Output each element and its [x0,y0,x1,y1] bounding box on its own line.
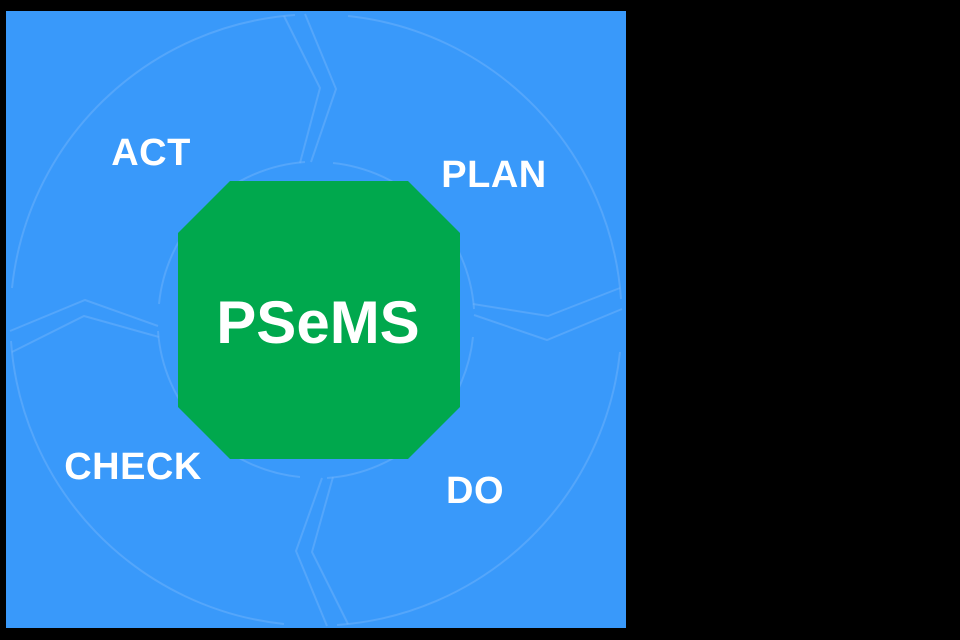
wheel-outer-arc-top-left [11,14,296,289]
stage-label-act: ACT [111,132,191,174]
wheel-chevron-left-tail [11,314,160,353]
wheel-chevron-left-head [9,298,159,332]
pdca-diagram: PSeMS ACT PLAN DO CHECK [6,11,626,628]
stage-label-plan: PLAN [441,154,546,196]
wheel-outer-arc-bottom-left [10,340,285,625]
wheel-chevron-bottom-head [294,477,328,627]
wheel-outer-arc-bottom-right [336,351,621,626]
wheel-outer-arc-top-right [347,15,622,300]
wheel-chevron-bottom-tail [310,476,349,625]
wheel-chevron-top-tail [283,15,322,164]
wheel-chevron-right-tail [472,287,621,318]
stage-label-do: DO [446,470,504,512]
center-octagon [178,181,460,459]
wheel-chevron-top-head [304,13,338,163]
wheel-chevron-right-head [473,308,623,342]
center-label: PSeMS [216,289,419,356]
stage-label-check: CHECK [64,446,202,488]
cycle-wheel [9,13,623,627]
